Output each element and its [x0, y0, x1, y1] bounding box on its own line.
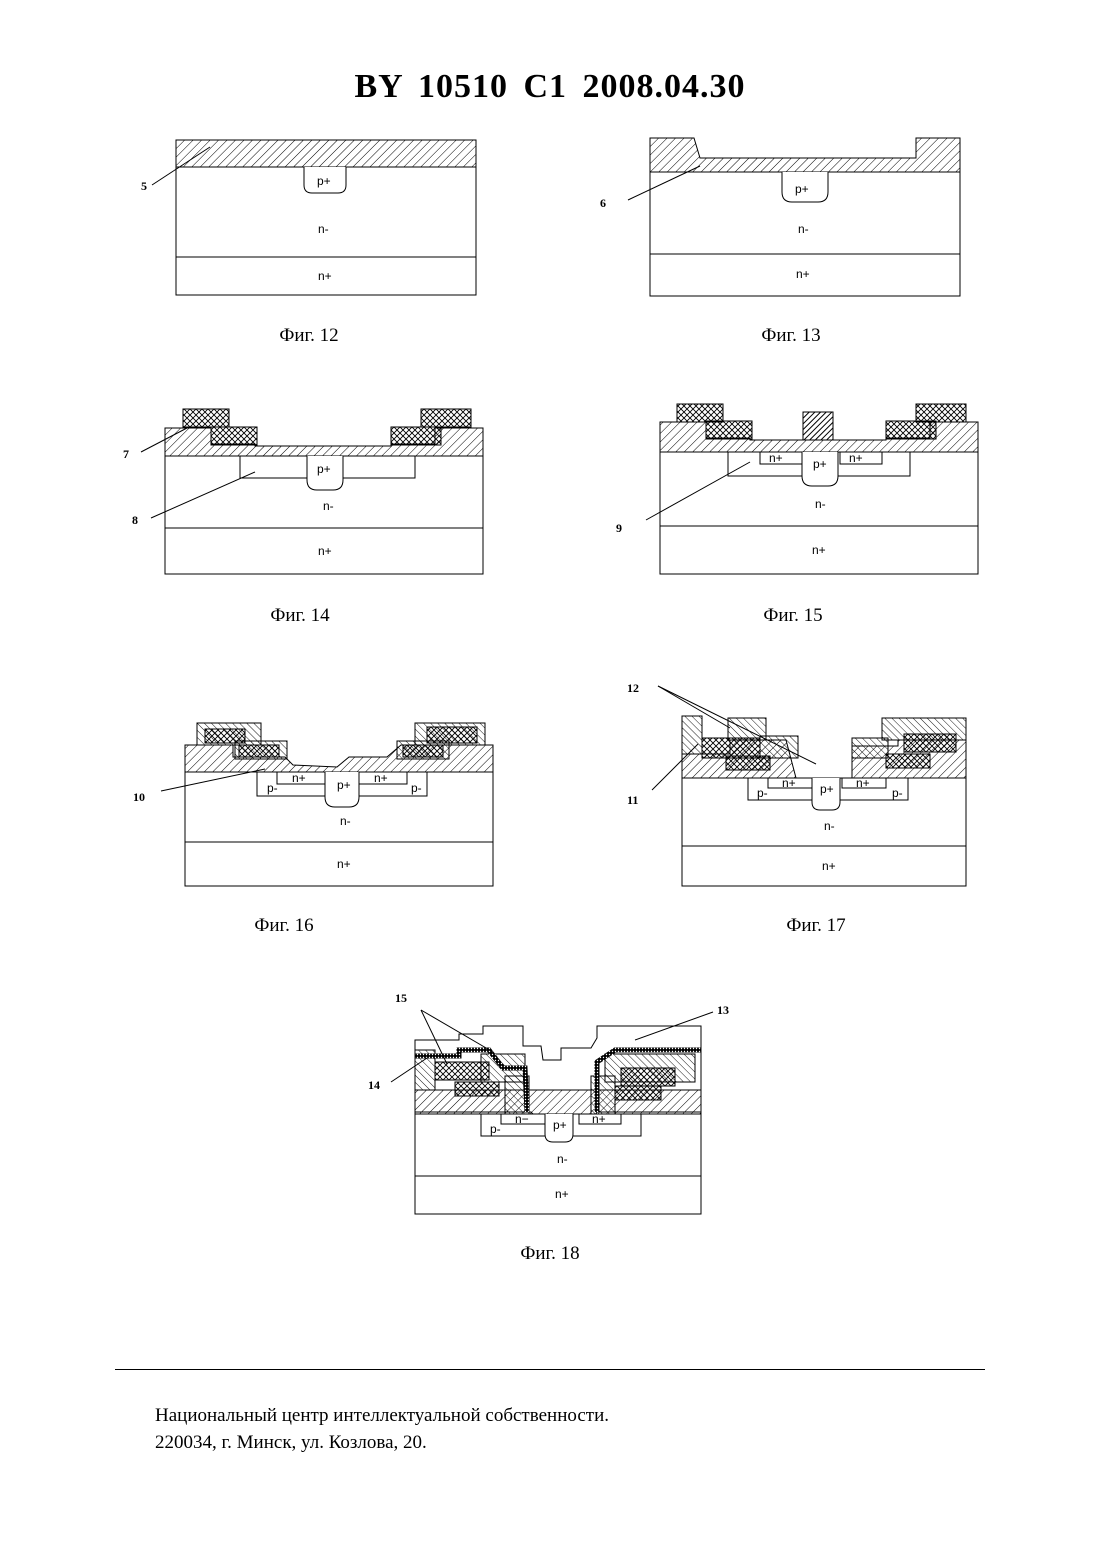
caption-fig-17: Фиг. 17	[736, 915, 896, 937]
ref-7: 7	[123, 447, 129, 461]
region-n-plus: n+	[856, 776, 870, 790]
region-n-plus: n+	[318, 544, 332, 558]
caption-fig-12: Фиг. 12	[229, 325, 389, 347]
figure-14: p+ n- n+ 7 8	[115, 400, 495, 580]
region-n-plus: n+	[782, 776, 796, 790]
region-n-plus: n+	[592, 1112, 606, 1126]
region-p-plus: p+	[317, 174, 331, 188]
region-p-minus: p-	[892, 786, 903, 800]
region-n-minus-alt: n−	[515, 1112, 529, 1126]
figure-18: n− n+ p- p+ n- n+ 15 13 14	[365, 990, 745, 1220]
region-n-minus: n-	[323, 499, 334, 513]
figure-17: n+ n+ p- p- p+ n- n+ 12 11	[620, 680, 980, 895]
caption-fig-15: Фиг. 15	[713, 605, 873, 627]
region-n-plus: n+	[318, 269, 332, 283]
ref-14: 14	[368, 1078, 380, 1092]
region-n-minus: n-	[815, 497, 826, 511]
caption-fig-16: Фиг. 16	[204, 915, 364, 937]
region-n-plus: n+	[796, 267, 810, 281]
figure-16: n+ n+ p- p- p+ n- n+ 10	[125, 715, 505, 895]
caption-fig-13: Фиг. 13	[711, 325, 871, 347]
region-p-plus: p+	[820, 782, 834, 796]
region-n-plus: n+	[849, 451, 863, 465]
region-n-plus: n+	[812, 543, 826, 557]
region-n-plus: n+	[374, 771, 388, 785]
footer-line-1: Национальный центр интеллектуальной собс…	[155, 1402, 609, 1429]
region-n-plus: n+	[555, 1187, 569, 1201]
footer-divider	[115, 1369, 985, 1370]
document-header: BY 10510 C1 2008.04.30	[0, 68, 1100, 106]
caption-fig-14: Фиг. 14	[220, 605, 380, 627]
region-n-minus: n-	[557, 1152, 568, 1166]
region-n-minus: n-	[824, 819, 835, 833]
figure-15: n+ n+ p+ n- n+ 9	[600, 400, 980, 580]
figure-13: p+ n- n+ 6	[590, 130, 970, 305]
ref-9: 9	[616, 521, 622, 535]
region-p-minus: p-	[757, 786, 768, 800]
ref-6: 6	[600, 196, 606, 210]
caption-fig-18: Фиг. 18	[470, 1243, 630, 1265]
region-p-plus: p+	[337, 778, 351, 792]
region-p-minus: p-	[411, 781, 422, 795]
ref-8: 8	[132, 513, 138, 527]
region-p-plus: p+	[317, 462, 331, 476]
region-p-minus: p-	[490, 1122, 501, 1136]
region-n-plus: n+	[292, 771, 306, 785]
region-n-minus: n-	[798, 222, 809, 236]
region-n-plus: n+	[769, 451, 783, 465]
ref-5: 5	[141, 179, 147, 193]
region-n-minus: n-	[318, 222, 329, 236]
region-p-plus: p+	[813, 457, 827, 471]
ref-12: 12	[627, 681, 639, 695]
region-n-plus: n+	[822, 859, 836, 873]
ref-15: 15	[395, 991, 407, 1005]
ref-13: 13	[717, 1003, 729, 1017]
footer: Национальный центр интеллектуальной собс…	[155, 1402, 609, 1456]
region-n-plus: n+	[337, 857, 351, 871]
footer-line-2: 220034, г. Минск, ул. Козлова, 20.	[155, 1429, 609, 1456]
region-p-minus: p-	[267, 781, 278, 795]
ref-11: 11	[627, 793, 638, 807]
ref-10: 10	[133, 790, 145, 804]
region-n-minus: n-	[340, 814, 351, 828]
region-p-plus: p+	[553, 1118, 567, 1132]
region-p-plus: p+	[795, 182, 809, 196]
figure-12: p+ n- n+ 5	[130, 135, 490, 305]
